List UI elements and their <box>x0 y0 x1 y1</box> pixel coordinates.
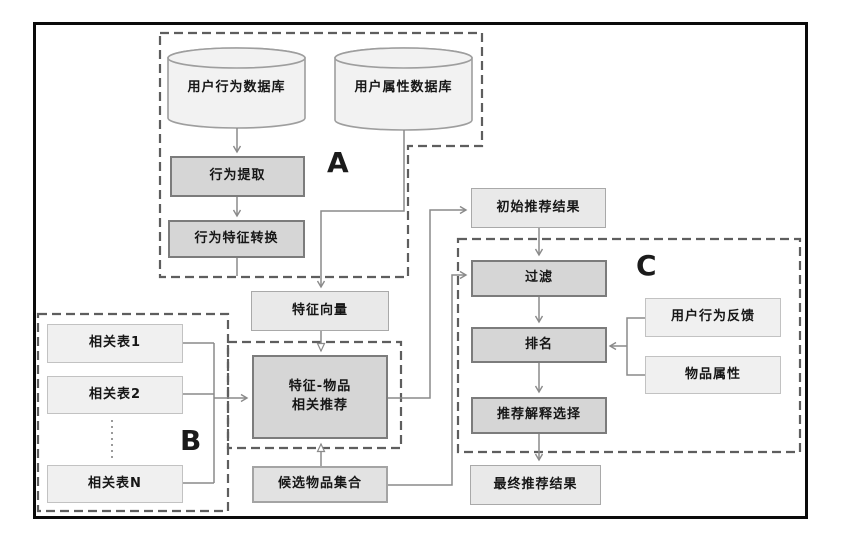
group-label-c: C <box>636 249 657 282</box>
node-related-table-n: 相关表N <box>47 465 183 503</box>
node-final-recommendation-results: 最终推荐结果 <box>470 465 601 505</box>
node-ranking: 排名 <box>471 327 607 363</box>
edge-candidates-to-filter <box>388 270 468 486</box>
node-behavior-feature-conversion: 行为特征转换 <box>168 220 305 258</box>
node-filter: 过滤 <box>471 260 607 297</box>
edge-feedback-bus <box>626 317 645 376</box>
edge-featureitem-to-initialresults <box>388 205 468 399</box>
edge-attributedb-to-featurevector <box>316 130 405 289</box>
node-behavior-extraction: 行为提取 <box>170 156 305 197</box>
group-label-a: A <box>327 146 349 179</box>
figure-frame <box>33 22 808 519</box>
node-item-attributes: 物品属性 <box>645 356 781 394</box>
node-related-table-1: 相关表1 <box>47 324 183 363</box>
node-initial-recommendation-results: 初始推荐结果 <box>471 188 606 228</box>
group-a-dashed-border <box>158 31 484 279</box>
node-user-behavior-feedback: 用户行为反馈 <box>645 298 781 337</box>
node-related-table-2: 相关表2 <box>47 376 183 414</box>
node-user-attribute-db: 用户属性数据库 <box>354 79 453 95</box>
node-user-behavior-db: 用户行为数据库 <box>187 79 286 95</box>
group-b-dashed-border <box>36 312 230 513</box>
node-candidate-item-set: 候选物品集合 <box>252 466 388 503</box>
user-behavior-db-cylinder <box>167 47 306 129</box>
group-label-b: B <box>180 424 202 457</box>
feature-item-dashed-border <box>226 340 403 450</box>
node-feature-vector: 特征向量 <box>251 291 389 331</box>
group-c-dashed-border <box>456 237 802 454</box>
node-feature-item-recommendation: 特征-物品 相关推荐 <box>252 355 388 439</box>
user-attribute-db-cylinder <box>334 47 473 131</box>
node-recommendation-explanation-selection: 推荐解释选择 <box>471 397 607 434</box>
